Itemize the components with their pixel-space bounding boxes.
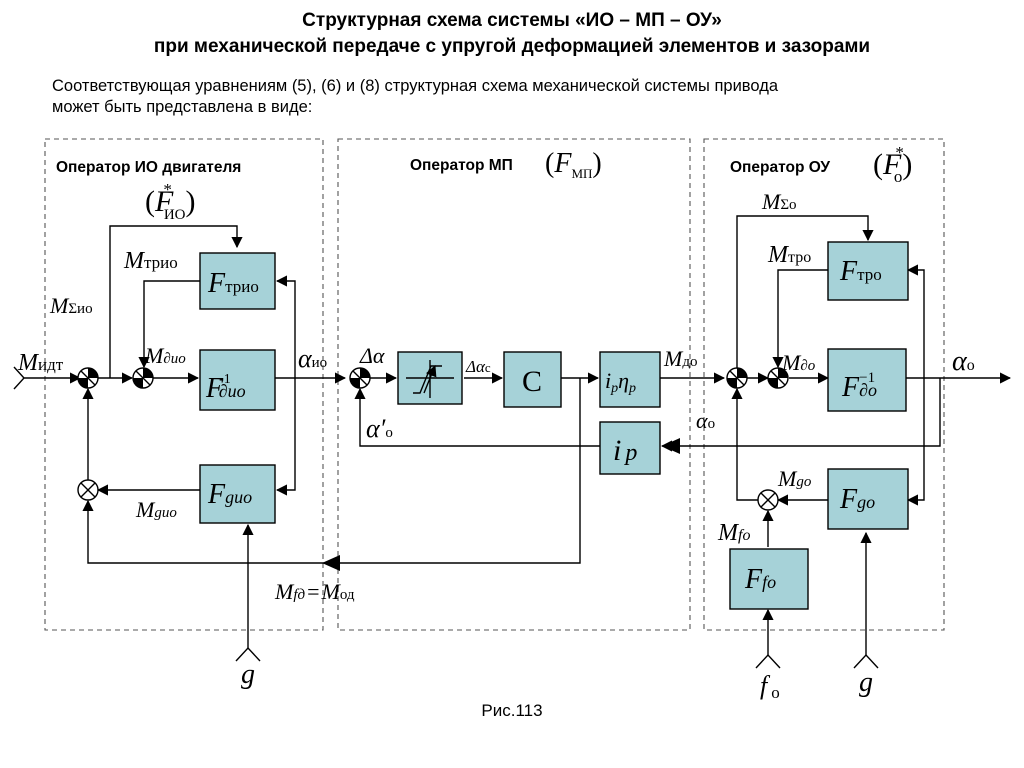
- label-delta-alpha: Δα: [359, 343, 385, 368]
- block-ftro: [827, 241, 909, 301]
- sum-junction-io-3: [77, 479, 99, 501]
- label-m-go: Mgо: [777, 466, 812, 491]
- sum-junction-ou-3: [757, 489, 779, 511]
- block-ipnp: [599, 351, 661, 408]
- block-fgo: [827, 468, 909, 530]
- operator-io-symbol: (F*ИО): [145, 180, 196, 223]
- label-alpha-o-fb: αо: [696, 408, 715, 433]
- block-c: [503, 351, 562, 408]
- block-fdio-label: F-1∂ио: [205, 372, 246, 404]
- sum-junction-ou-1: [726, 367, 748, 389]
- wire-top-to-ftrio: [109, 225, 243, 378]
- zone-mp: [337, 138, 691, 631]
- wire-ip-feedback: [354, 387, 600, 447]
- block-c-label: C: [522, 365, 542, 398]
- block-fgio-label: Fgио: [207, 479, 252, 510]
- zone-ou: [703, 138, 945, 631]
- arrow-ip: [662, 438, 680, 454]
- block-ipnp-label: ipηp: [605, 368, 636, 396]
- label-m-gio: Mgио: [135, 497, 177, 522]
- block-fdo: [827, 348, 907, 412]
- operator-io-label: Оператор ИО двигателя: [56, 159, 241, 176]
- wire-alphaio-to-ftrio: [275, 275, 296, 378]
- label-alpha-o-out: αо: [952, 346, 975, 377]
- intro-line2: может быть представлена в виде:: [52, 98, 313, 116]
- label-g-left: g: [241, 659, 255, 690]
- label-m-trio: Mтрио: [123, 248, 178, 274]
- wire-sum3-to-sum1: [731, 387, 768, 501]
- block-ffo-label: Ffо: [744, 564, 776, 595]
- operator-ou-label: Оператор ОУ: [730, 159, 830, 176]
- backlash-icon: [406, 360, 454, 398]
- wire-alphaio-to-fgio: [275, 378, 296, 496]
- label-m-do: Mдо: [663, 346, 697, 371]
- label-m-dio: M∂ио: [144, 343, 186, 368]
- block-ftrio: [199, 252, 276, 310]
- wire-g-right-fork: [853, 653, 879, 669]
- label-m-fd-eq-m-od: Mfд=Mод: [274, 579, 355, 604]
- wire-ftro-to-sum2: [772, 269, 828, 369]
- sum-junction-io-2: [132, 367, 154, 389]
- label-m-so: MΣо: [761, 189, 797, 214]
- operator-ou-symbol: (F*о): [873, 143, 912, 186]
- wire-ftrio-to-sum2: [138, 280, 200, 369]
- sum-junction-mp: [349, 367, 371, 389]
- block-ip: [599, 421, 661, 475]
- slide-title-line2: при механической передаче с упругой дефо…: [153, 36, 871, 57]
- block-ftro-label: Fтро: [839, 256, 882, 287]
- wire-alphao-to-ip: [660, 378, 941, 452]
- sum-junction-ou-2: [767, 367, 789, 389]
- sum-junction-io-1: [77, 367, 99, 389]
- block-fdio: [199, 349, 276, 411]
- intro-text: Соответствующая уравнениям (5), (6) и (8…: [52, 76, 992, 118]
- label-m-fo: Mfо: [717, 520, 750, 546]
- label-g-right: g: [859, 667, 873, 698]
- block-fgio: [199, 464, 276, 524]
- label-alpha-io: αио: [298, 344, 327, 373]
- intro-line1: Соответствующая уравнениям (5), (6) и (8…: [52, 77, 778, 95]
- zone-io: [44, 138, 324, 631]
- block-fdo-label: F−1∂о: [841, 370, 877, 403]
- figure-caption: Рис.113: [481, 701, 543, 720]
- operator-mp-symbol: (FМП): [545, 148, 602, 181]
- wire-alphao-to-fgo: [906, 378, 925, 506]
- block-ffo: [729, 548, 809, 610]
- block-ftrio-label: Fтрио: [207, 268, 259, 299]
- operator-mp-label: Оператор МП: [410, 157, 513, 174]
- slide-title-line1: Структурная схема системы «ИО – МП – ОУ»: [302, 10, 722, 31]
- arrow-mfd: [322, 555, 340, 571]
- label-m-sio: MΣио: [49, 293, 93, 318]
- label-alpha-prime-o: α′о: [366, 414, 393, 443]
- label-delta-alpha-c: Δαс: [465, 357, 491, 376]
- wire-alphao-to-ftro: [906, 264, 925, 378]
- label-m-idt: Mидт: [17, 350, 64, 376]
- wire-g-fork-left: [235, 646, 261, 662]
- wire-input-midt: [13, 367, 80, 389]
- block-fgo-label: Fgо: [839, 484, 875, 515]
- wire-ou-top-to-ftro: [736, 215, 874, 378]
- label-m-tro: Mтро: [767, 242, 811, 268]
- label-m-d-o: M∂о: [781, 350, 816, 375]
- wire-fo-fork: [755, 653, 781, 669]
